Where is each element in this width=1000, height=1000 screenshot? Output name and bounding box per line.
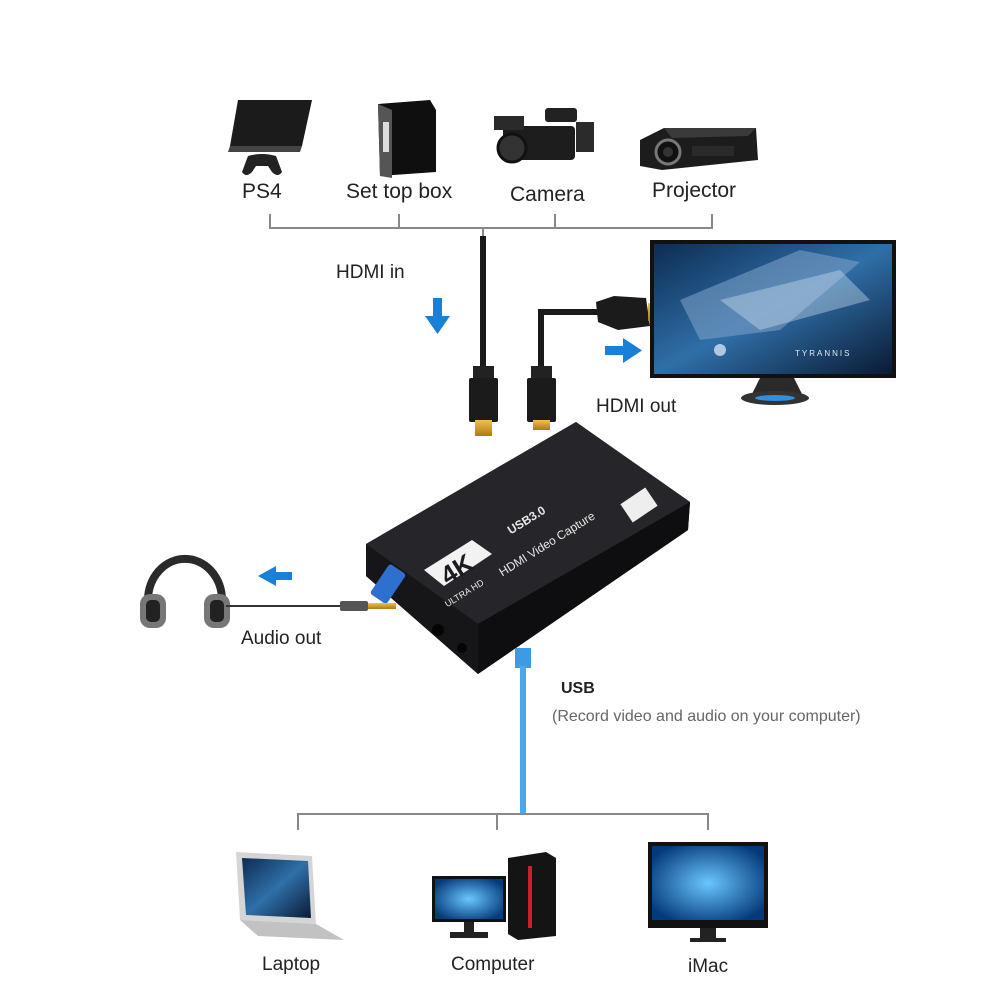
hdmi-in-label: HDMI in: [336, 262, 405, 283]
computer-bracket: [297, 813, 709, 830]
computer-label-laptop: Laptop: [262, 954, 321, 975]
hdmi-out-label: HDMI out: [596, 396, 677, 417]
source-label-projector: Projector: [652, 179, 737, 202]
headphones-icon: [140, 554, 230, 628]
hdmi-out-arrow-icon: [605, 338, 642, 363]
audio-cable: [226, 601, 396, 611]
camcorder-icon: [494, 108, 594, 164]
imac-icon: [648, 842, 768, 942]
capture-device: 4K ULTRA HD USB3.0 HDMI Video Capture: [366, 422, 690, 674]
audio-out-arrow-icon: [258, 566, 292, 586]
computer-label-imac: iMac: [688, 956, 729, 977]
source-label-ps4: PS4: [242, 180, 282, 203]
usb-note: (Record video and audio on your computer…: [552, 708, 861, 725]
projector-icon: [640, 128, 758, 170]
monitor-screen-text: TYRANNIS: [795, 349, 851, 358]
set-top-box-icon: [378, 100, 436, 178]
source-bracket: [269, 214, 713, 236]
hdmi-in-cable: [469, 236, 498, 436]
audio-out-label: Audio out: [241, 628, 322, 649]
monitor-icon: TYRANNIS: [650, 240, 896, 405]
source-label-set-top-box: Set top box: [346, 180, 453, 203]
hdmi-in-arrow-icon: [425, 298, 450, 334]
laptop-icon: [236, 852, 344, 940]
desktop-computer-icon: [432, 852, 556, 940]
usb-port: [370, 564, 406, 604]
usb-cable: [515, 648, 531, 814]
source-label-camera: Camera: [510, 183, 585, 206]
usb-label: USB: [561, 680, 595, 697]
ps4-console-icon: [228, 100, 312, 175]
computer-label-computer: Computer: [451, 954, 535, 975]
